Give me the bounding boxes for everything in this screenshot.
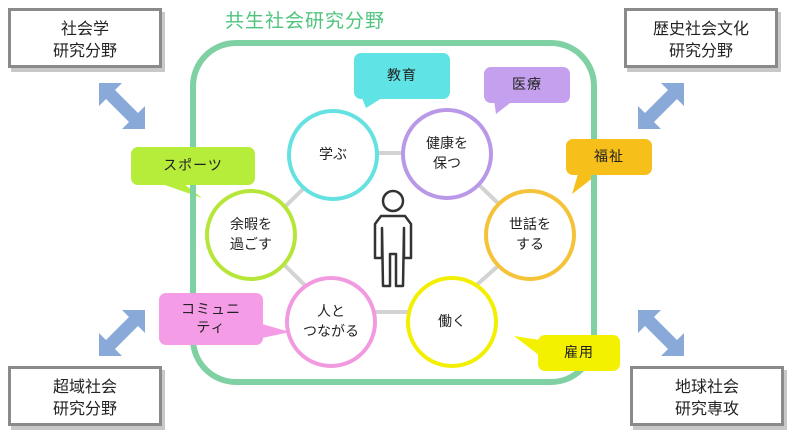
activity-leisure: 余暇を 過ごす: [205, 189, 297, 281]
tag-label: スポーツ: [163, 158, 223, 174]
corner-line: 超域社会: [52, 377, 117, 396]
corner-line: 研究分野: [52, 41, 117, 60]
activity-care: 世話を する: [484, 189, 576, 281]
activity-line: 学ぶ: [319, 147, 347, 163]
double-arrow-icon-bottom-left: [99, 310, 145, 356]
activity-line: 保つ: [433, 156, 461, 172]
tag-label: 福祉: [594, 149, 624, 165]
tag-label: ティ: [196, 320, 226, 336]
diagram-title: 共生社会研究分野: [225, 10, 386, 32]
field-frame: [190, 40, 597, 385]
activity-health: 健康を 保つ: [401, 108, 493, 200]
tag-tail-community: [262, 324, 290, 338]
corner-sociology: 社会学 研究分野: [8, 8, 162, 68]
tag-medical: 医療: [484, 67, 570, 103]
tag-welfare: 福祉: [566, 139, 652, 175]
activity-learn: 学ぶ: [287, 109, 379, 201]
corner-history-culture: 歴史社会文化 研究分野: [624, 8, 778, 68]
tag-sports: スポーツ: [131, 147, 255, 185]
tag-tail-medical: [494, 100, 514, 114]
double-arrow-icon-top-left: [99, 83, 145, 129]
tag-label: 医療: [512, 77, 542, 93]
tag-label: 雇用: [564, 345, 594, 361]
corner-line: 研究分野: [52, 399, 117, 418]
double-arrow-icon-bottom-right: [638, 310, 684, 356]
activity-connect: 人と つながる: [285, 276, 377, 368]
activity-line: 余暇を: [230, 217, 272, 233]
activity-line: する: [516, 237, 544, 253]
tag-tail-employment: [514, 336, 540, 356]
tag-label: コミュニ: [181, 302, 241, 318]
activity-work: 働く: [406, 276, 498, 368]
corner-line: 地球社会: [674, 377, 739, 396]
activity-line: 健康を: [426, 136, 468, 152]
activity-line: 過ごす: [229, 237, 273, 253]
person-icon: [373, 189, 413, 288]
double-arrow-icon-top-right: [638, 83, 684, 129]
tag-employment: 雇用: [538, 335, 620, 371]
corner-global-society: 地球社会 研究専攻: [630, 366, 784, 426]
corner-line: 歴史社会文化: [652, 19, 749, 38]
corner-line: 研究分野: [668, 41, 733, 60]
activity-line: 世話を: [509, 217, 551, 233]
tag-label: 教育: [387, 68, 417, 84]
tag-education: 教育: [354, 53, 450, 99]
activity-line: 働く: [438, 314, 466, 330]
tag-tail-education: [362, 98, 382, 108]
corner-line: 研究専攻: [674, 399, 739, 418]
corner-transregional: 超域社会 研究分野: [8, 366, 162, 426]
activity-line: つながる: [303, 324, 359, 340]
corner-line: 社会学: [60, 19, 109, 38]
tag-community: コミュニ ティ: [159, 293, 263, 345]
activity-line: 人と: [317, 304, 345, 320]
